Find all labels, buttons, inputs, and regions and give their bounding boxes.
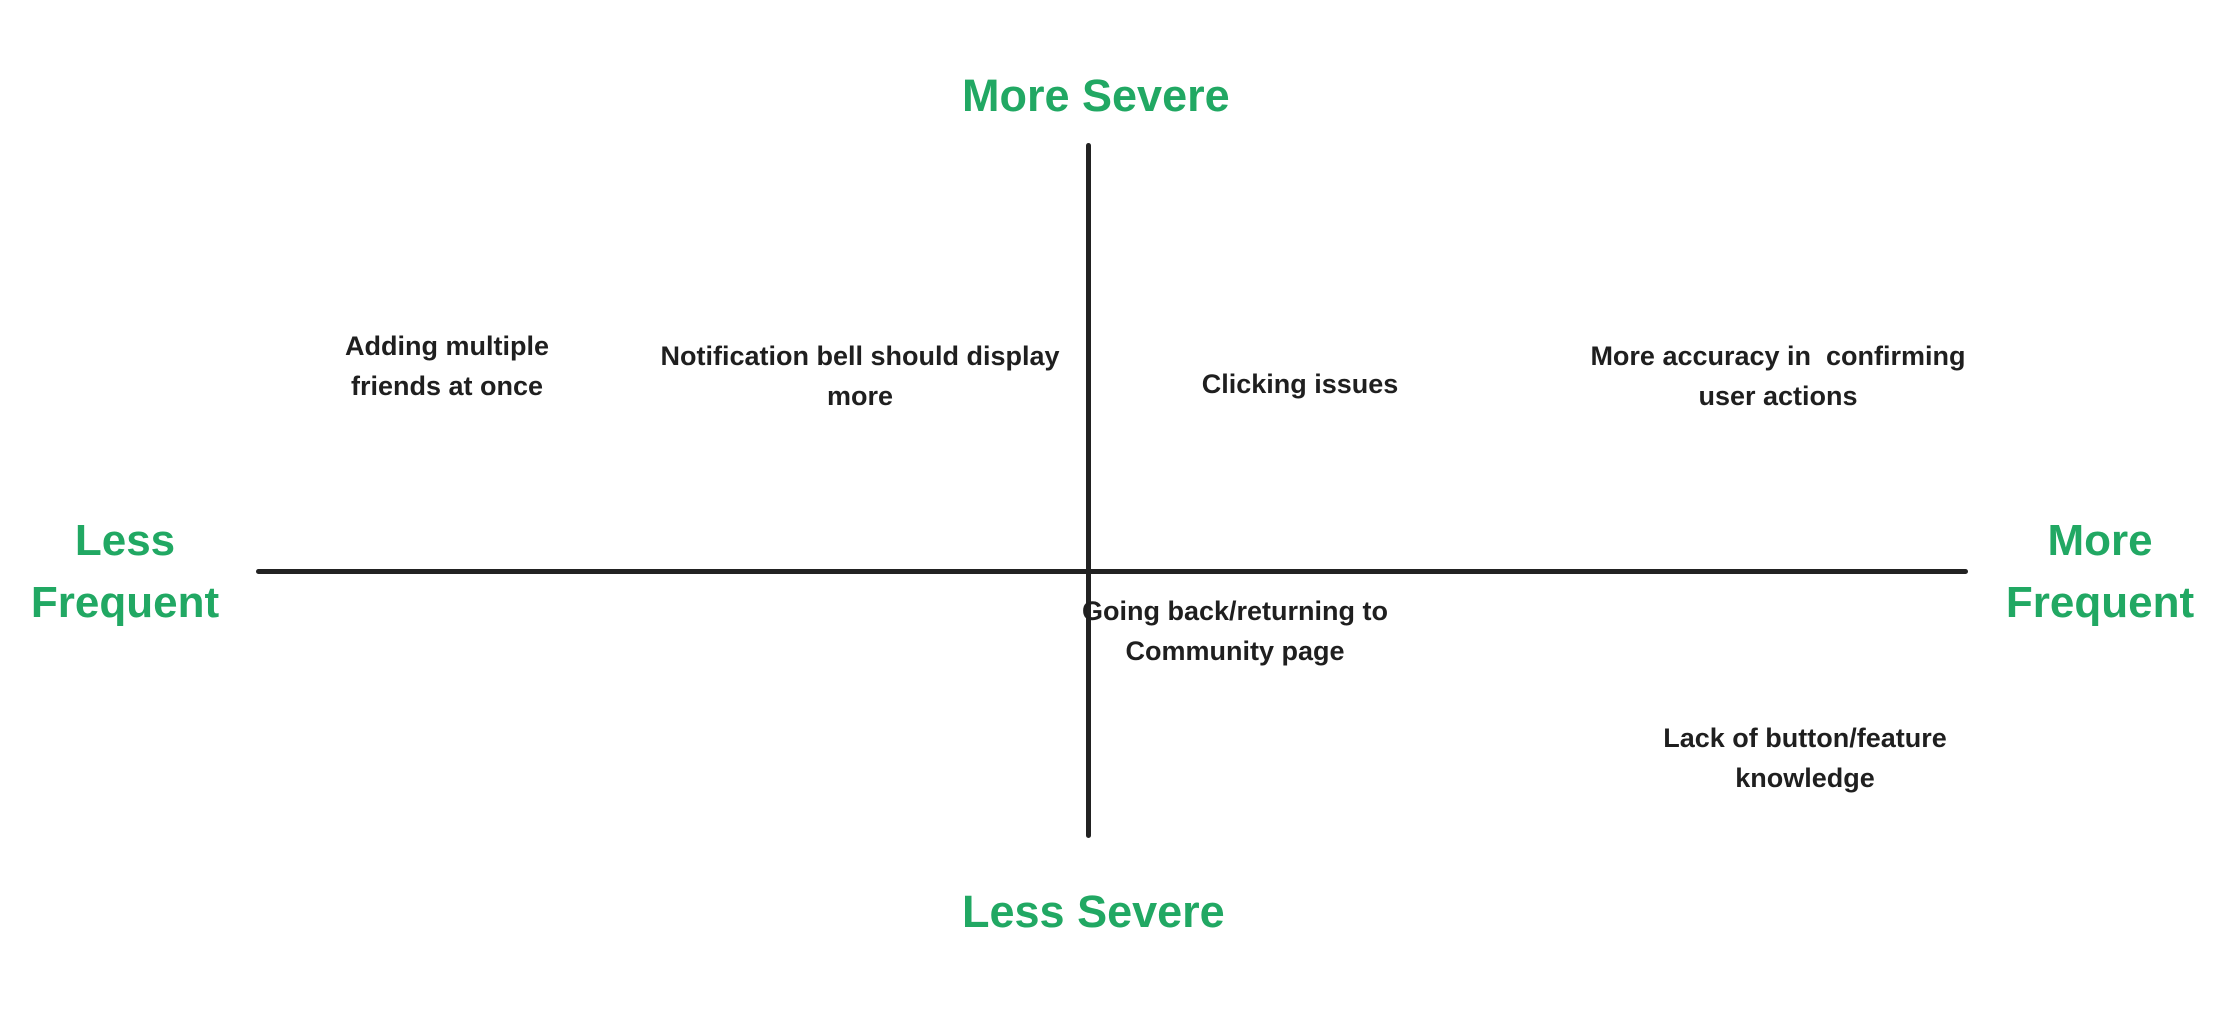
axis-label-line: Frequent [30,578,220,627]
matrix-item-clicking-issues: Clicking issues [1195,364,1405,404]
item-line: knowledge [1735,763,1875,793]
axis-label-more-severe: More Severe [962,70,1230,121]
matrix-item-returning-to-community: Going back/returning to Community page [1075,591,1395,671]
axis-label-less-severe: Less Severe [962,886,1225,937]
item-line: Clicking issues [1201,369,1399,399]
item-line: Adding multiple [345,331,549,361]
frequency-axis-line [256,569,1968,574]
item-line: Notification bell should display [660,341,1060,371]
matrix-item-notification-bell: Notification bell should display more [660,336,1060,416]
item-line: More accuracy in confirming [1590,341,1966,371]
matrix-item-adding-multiple-friends: Adding multiple friends at once [327,326,567,406]
item-line: Lack of button/feature [1663,723,1947,753]
item-line: user actions [1698,381,1858,411]
axis-label-line: More [2047,516,2153,565]
item-line: friends at once [350,371,544,401]
item-line: Going back/returning to [1081,596,1388,626]
axis-label-line: Less [74,516,176,565]
severity-axis-line [1086,143,1091,838]
item-line: more [826,381,894,411]
axis-label-less-frequent: Less Frequent [20,510,230,634]
axis-label-line: Frequent [2005,578,2195,627]
matrix-item-feature-knowledge: Lack of button/feature knowledge [1655,718,1955,798]
matrix-item-confirming-user-actions: More accuracy in confirming user actions [1578,336,1978,416]
axis-label-more-frequent: More Frequent [2000,510,2200,634]
item-line: Community page [1125,636,1345,666]
